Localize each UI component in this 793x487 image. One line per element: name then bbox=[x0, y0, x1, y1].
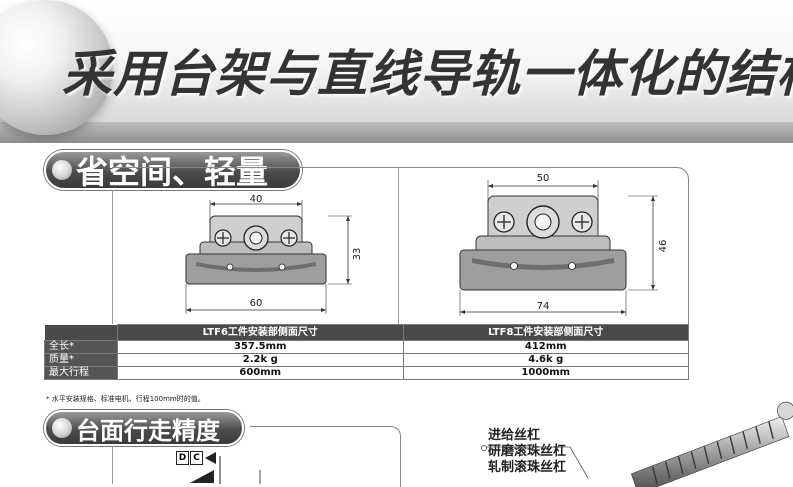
dim-ltf8-height: 46 bbox=[658, 240, 669, 253]
ltf8-side-drawing: 50 46 74 bbox=[452, 170, 672, 320]
screw-leader-line-icon bbox=[484, 440, 604, 480]
table-row: 质量* 2.2k g 4.6k g bbox=[45, 354, 689, 367]
section-title-accuracy: 台面行走精度 bbox=[44, 410, 244, 446]
section-title-text: 台面行走精度 bbox=[76, 411, 220, 446]
table-header-row: LTF6工件安装部侧面尺寸 LTF8工件安装部侧面尺寸 bbox=[45, 325, 689, 341]
dim-ltf6-height: 33 bbox=[352, 248, 363, 261]
table-header-ltf8: LTF8工件安装部侧面尺寸 bbox=[403, 325, 689, 341]
spec-table: LTF6工件安装部侧面尺寸 LTF8工件安装部侧面尺寸 全长* 357.5mm … bbox=[44, 324, 689, 380]
cell-value: 4.6k g bbox=[403, 354, 689, 367]
row-label: 最大行程 bbox=[45, 367, 118, 380]
header-banner: 采用台架与直线导轨一体化的结构。 bbox=[0, 0, 793, 143]
header-stripe bbox=[0, 122, 793, 143]
cell-value: 357.5mm bbox=[118, 341, 404, 354]
dim-ltf6-base: 60 bbox=[250, 298, 263, 309]
cell-value: 600mm bbox=[118, 367, 404, 380]
panel-left-border bbox=[112, 190, 113, 324]
table-row: 全长* 357.5mm 412mm bbox=[45, 341, 689, 354]
ball-screw-illustration bbox=[620, 395, 793, 481]
dim-ltf8-width: 50 bbox=[537, 173, 550, 184]
table-header-ltf6: LTF6工件安装部侧面尺寸 bbox=[118, 325, 404, 341]
cell-value: 412mm bbox=[403, 341, 689, 354]
row-label: 全长* bbox=[45, 341, 118, 354]
table-corner bbox=[45, 325, 118, 341]
cell-value: 1000mm bbox=[403, 367, 689, 380]
dim-ltf8-base: 74 bbox=[537, 301, 550, 312]
row-label: 质量* bbox=[45, 354, 118, 367]
datum-leader-icon bbox=[160, 456, 280, 484]
panel-divider bbox=[398, 167, 399, 324]
dim-ltf6-width: 40 bbox=[250, 194, 263, 205]
cell-value: 2.2k g bbox=[118, 354, 404, 367]
page-title: 采用台架与直线导轨一体化的结构。 bbox=[62, 34, 793, 106]
bullet-sphere-icon bbox=[52, 160, 72, 180]
ltf6-side-drawing: 40 33 60 bbox=[176, 192, 376, 320]
bullet-sphere-icon bbox=[52, 418, 72, 438]
footnote: * 水平安装规格、标准电机、行程100mm时的值。 bbox=[46, 394, 205, 404]
table-row: 最大行程 600mm 1000mm bbox=[45, 367, 689, 380]
accuracy-panel-left-border bbox=[112, 444, 113, 484]
